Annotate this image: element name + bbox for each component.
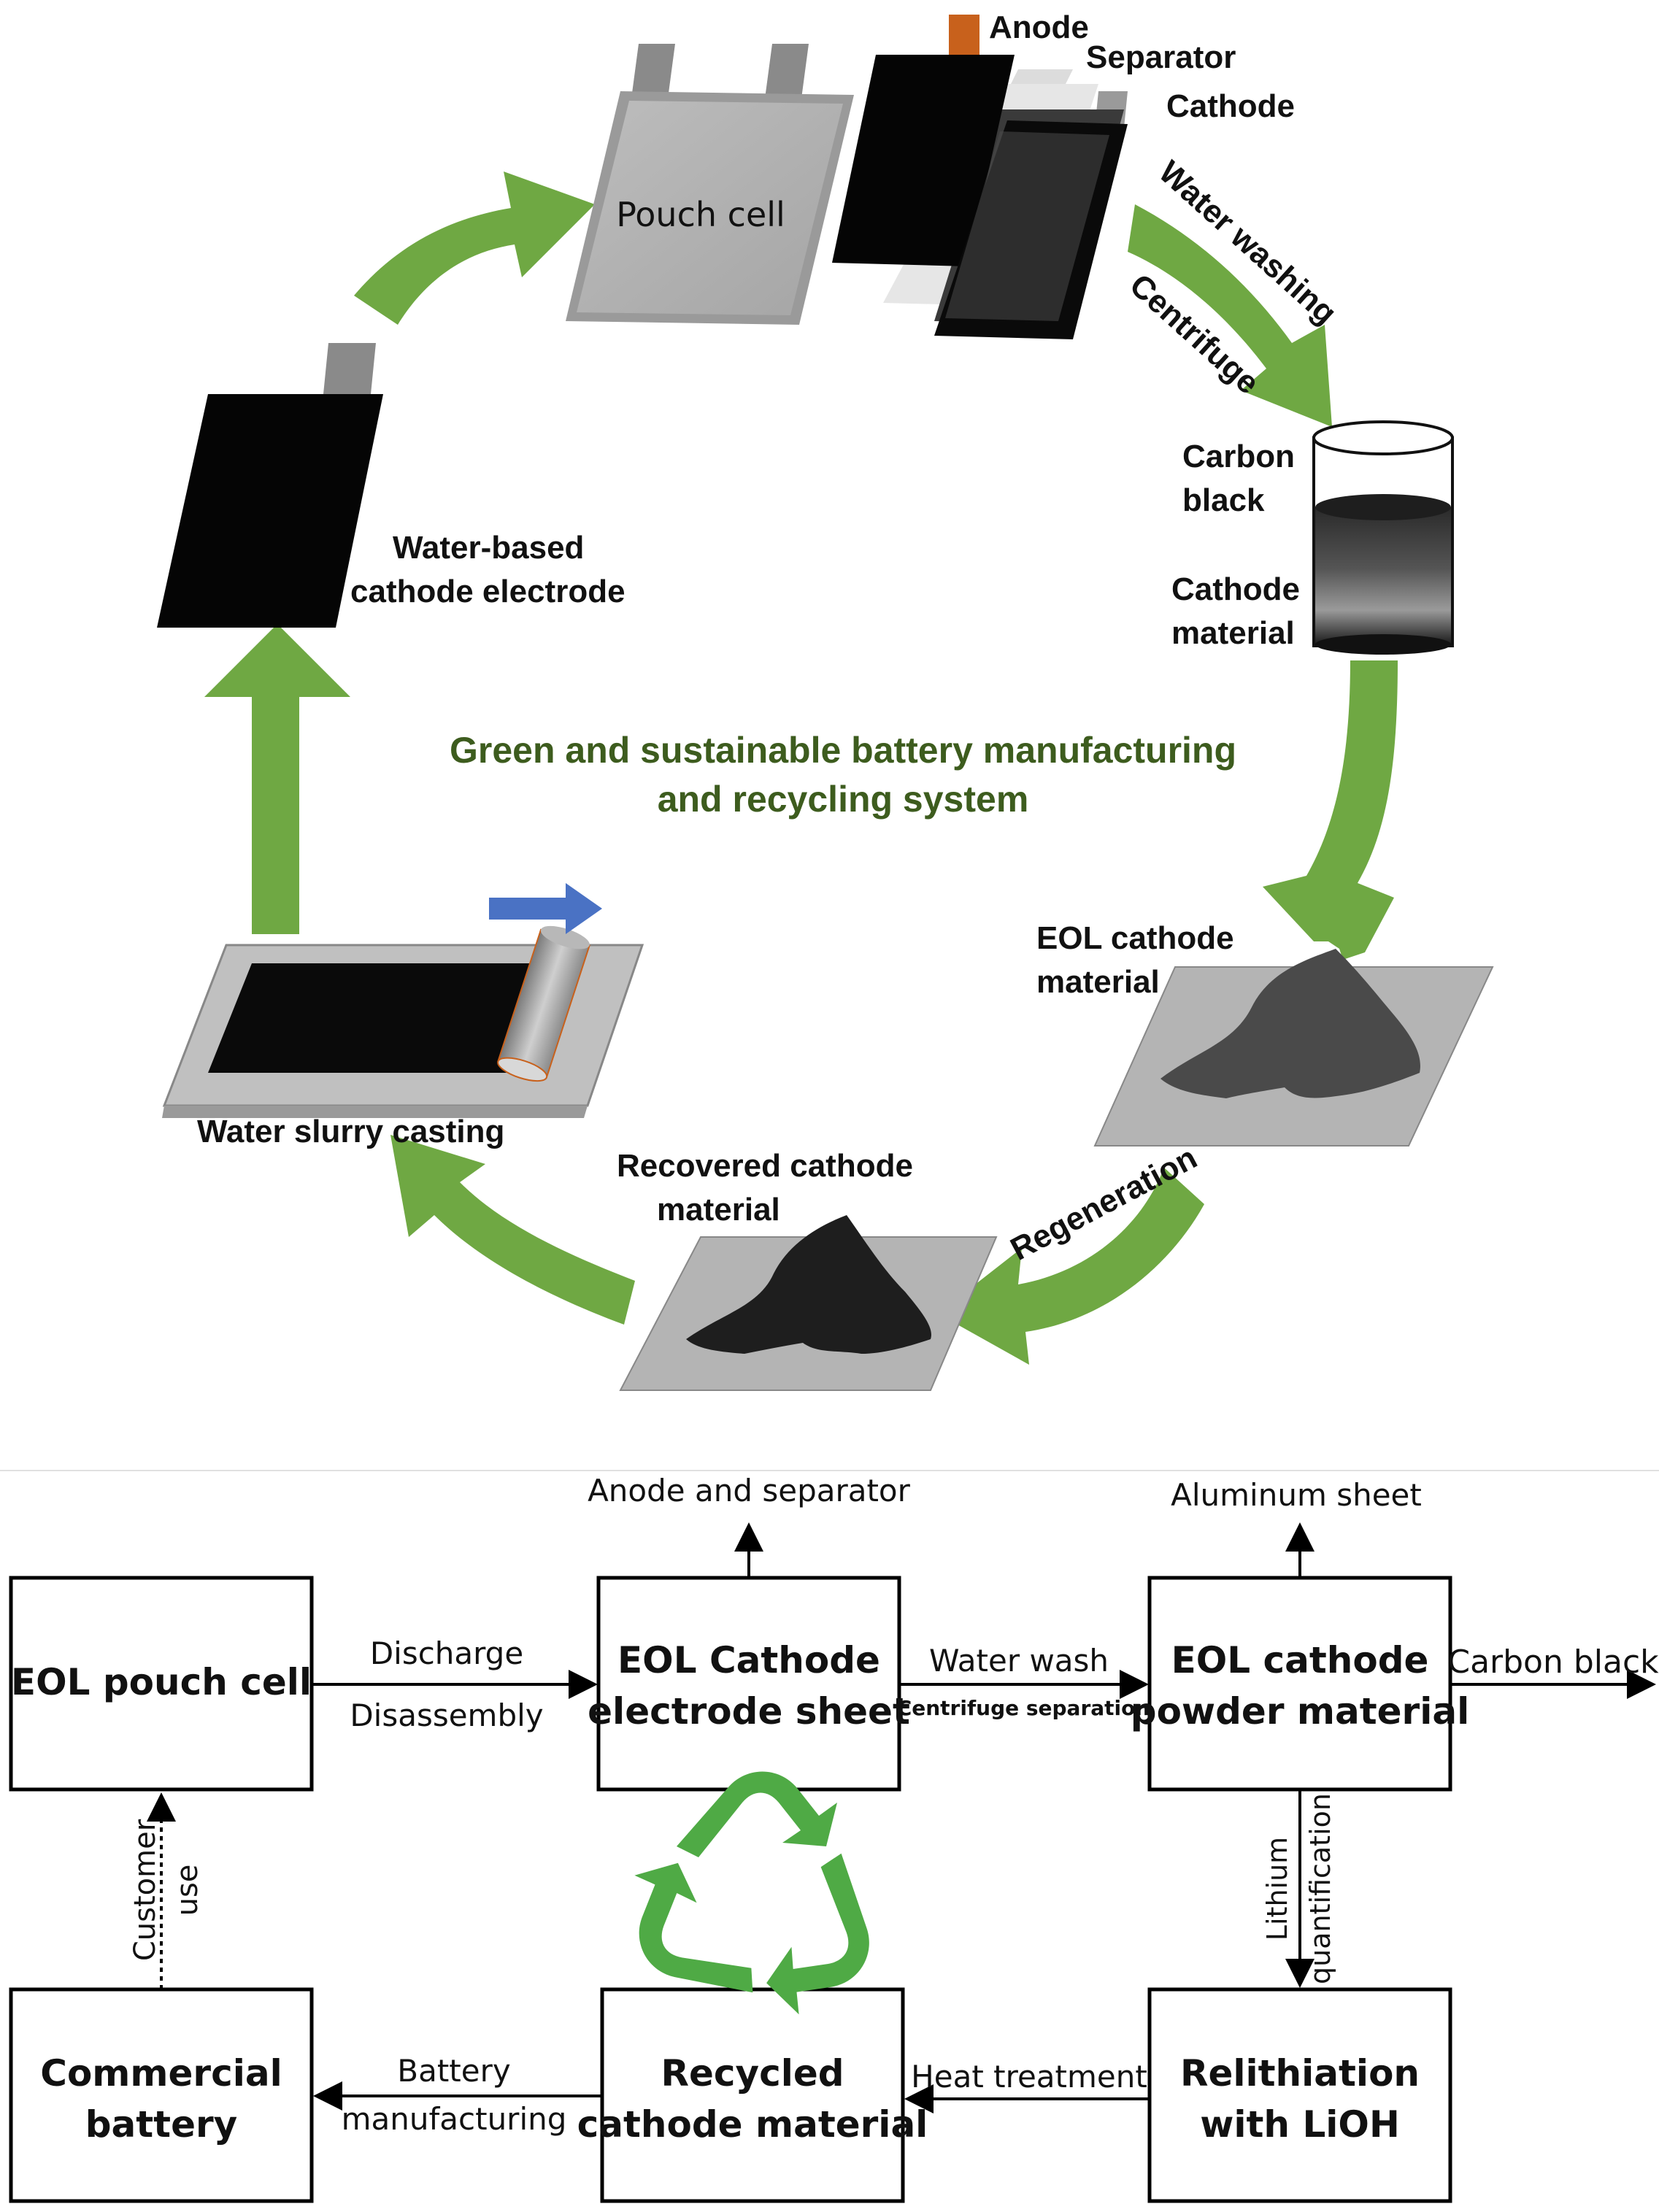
- eol-cathode-label-2: material: [1036, 964, 1160, 1000]
- discharge-label: Discharge: [370, 1635, 523, 1671]
- box-relithiation: [1147, 1987, 1452, 2203]
- relithiation-text-1: Relithiation: [1180, 2052, 1420, 2095]
- commercial-text-2: battery: [85, 2103, 238, 2146]
- arrow-casting-to-electrode: [204, 624, 350, 934]
- pouch-cell-illustration: Pouch cell: [566, 44, 854, 325]
- water-wash-label: Water wash: [929, 1643, 1109, 1679]
- cathode-label: Cathode: [1166, 88, 1295, 124]
- eol-cathode-plate: [1093, 949, 1494, 1147]
- commercial-text-1: Commercial: [40, 2052, 282, 2095]
- recycled-text-1: Recycled: [661, 2052, 844, 2095]
- relithiation-text-2: with LiOH: [1200, 2103, 1400, 2146]
- anode-separator-label: Anode and separator: [588, 1473, 911, 1508]
- water-slurry-label: Water slurry casting: [197, 1114, 504, 1149]
- eol-pouch-cell-text: EOL pouch cell: [11, 1661, 312, 1703]
- centrifuge-separation-label: Centrifuge separation: [897, 1696, 1150, 1720]
- eol-cathode-sheet-text-1: EOL Cathode: [617, 1639, 880, 1681]
- eol-cathode-label-1: EOL cathode: [1036, 920, 1234, 956]
- flow-chart: EOL pouch cell EOL Cathode electrode she…: [9, 1473, 1659, 2203]
- water-based-label-2: cathode electrode: [350, 574, 626, 609]
- lithium-label: Lithium: [1261, 1837, 1293, 1941]
- separator-label: Separator: [1086, 39, 1236, 75]
- recycled-text-2: cathode material: [577, 2103, 928, 2146]
- water-based-electrode-illustration: [157, 343, 383, 628]
- cathode-material-label-1: Cathode: [1171, 571, 1300, 607]
- pouch-cell-label: Pouch cell: [616, 195, 785, 234]
- arrow-recovered-to-casting: [390, 1135, 635, 1325]
- carbon-black-label-1: Carbon: [1182, 439, 1295, 474]
- disassembly-label: Disassembly: [350, 1697, 543, 1733]
- box-eol-pouch-cell: [9, 1576, 314, 1792]
- arrow-regeneration: [938, 1168, 1204, 1365]
- aluminum-sheet-label: Aluminum sheet: [1171, 1477, 1422, 1513]
- recovered-label-2: material: [657, 1192, 780, 1228]
- cathode-material-label-2: material: [1171, 615, 1295, 651]
- arrow-cells-to-washing: [1128, 204, 1332, 427]
- manufacturing-label: manufacturing: [342, 2101, 567, 2137]
- heat-treatment-label: Heat treatment: [911, 2059, 1147, 2095]
- use-label: use: [171, 1865, 204, 1916]
- box-commercial-battery: [9, 1987, 314, 2203]
- recovered-cathode-plate: [619, 1215, 998, 1391]
- customer-label: Customer: [128, 1819, 162, 1961]
- recovered-label-1: Recovered cathode: [617, 1148, 913, 1184]
- eol-powder-text-2: powder material: [1131, 1690, 1469, 1733]
- anode-label: Anode: [989, 9, 1089, 45]
- arrow-electrode-to-pouch: [354, 172, 595, 325]
- quantification-label: quantification: [1304, 1793, 1336, 1984]
- cycle-diagram: Pouch cell Anode Separator Cathode Water…: [157, 9, 1494, 1391]
- water-based-label-1: Water-based: [393, 530, 584, 566]
- recycle-icon: [634, 1771, 869, 2015]
- eol-powder-text-1: EOL cathode: [1171, 1639, 1429, 1681]
- box-eol-powder: [1147, 1576, 1452, 1792]
- box-eol-cathode-sheet: [596, 1576, 901, 1792]
- slurry-casting-illustration: [162, 883, 644, 1118]
- eol-cathode-sheet-text-2: electrode sheet: [588, 1690, 910, 1733]
- electrode-stack-illustration: [832, 15, 1128, 339]
- carbon-black-flow-label: Carbon black: [1447, 1643, 1659, 1681]
- cycle-title-line2: and recycling system: [658, 779, 1029, 820]
- carbon-black-label-2: black: [1182, 482, 1265, 518]
- battery-label: Battery: [397, 2053, 510, 2089]
- arrow-beaker-to-eol: [1263, 660, 1398, 960]
- beaker-illustration: [1312, 420, 1454, 655]
- cycle-title-line1: Green and sustainable battery manufactur…: [450, 730, 1236, 771]
- box-recycled-cathode: [600, 1987, 905, 2203]
